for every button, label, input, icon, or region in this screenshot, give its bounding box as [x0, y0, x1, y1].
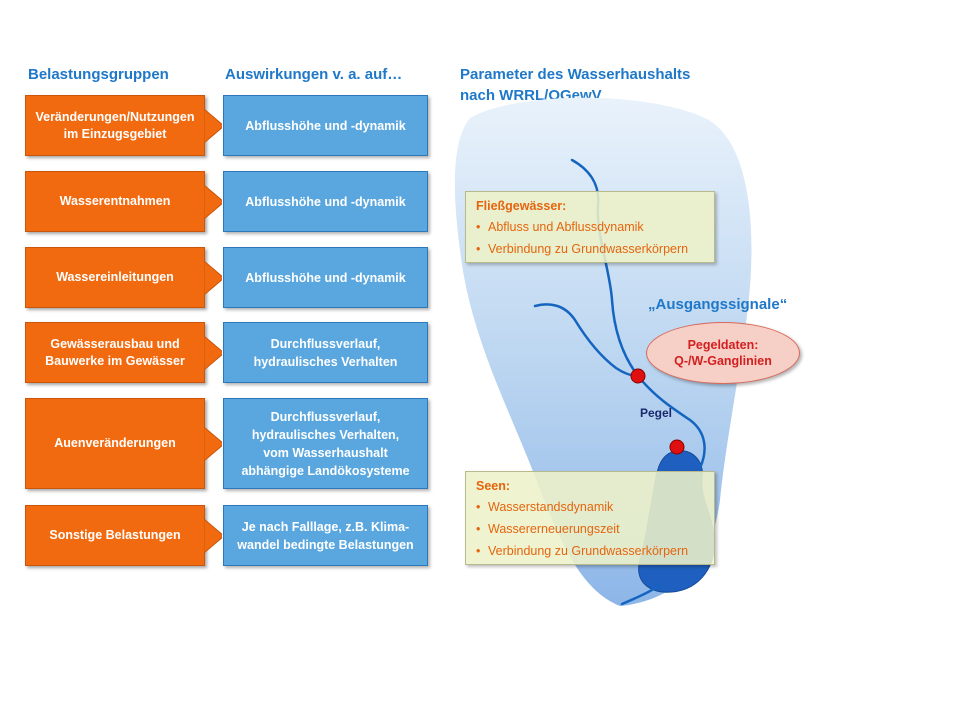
- pressure-box: Wassereinleitungen: [25, 247, 205, 308]
- seen-box: Seen: Wasserstandsdynamik Wassererneueru…: [465, 471, 715, 565]
- pressure-text-line: Auenveränderungen: [54, 436, 176, 450]
- pressure-text-line: Gewässerausbau und: [50, 336, 180, 351]
- header-parameter-line1: Parameter des Wasserhaushalts: [460, 66, 691, 83]
- pegeldaten-line1: Pegeldaten:: [687, 338, 759, 352]
- gauge-marker-upper: [630, 368, 646, 384]
- fliessgewaesser-title: Fließgewässer:: [476, 199, 567, 213]
- river-tributary: [533, 303, 640, 378]
- arrow-right-icon: [204, 260, 222, 295]
- pressure-text-line: Sonstige Belastungen: [49, 528, 181, 542]
- arrow-right-icon: [204, 184, 222, 219]
- pressure-text-line: Veränderungen/Nutzungen: [35, 109, 195, 124]
- effect-text-line: Abflusshöhe und -dynamik: [245, 270, 406, 285]
- effect-box: Durchflussverlauf, hydraulisches Verhalte…: [223, 322, 428, 383]
- effect-text-line: Je nach Falllage, z.B. Klima-: [241, 519, 410, 534]
- ausgangssignale-label: „Ausgangssignale“: [648, 296, 788, 313]
- effect-text-line: hydraulisches Verhalten: [253, 354, 398, 369]
- river-outflow: [620, 583, 662, 606]
- pressure-text-line: Bauwerke im Gewässer: [45, 353, 185, 368]
- effect-box: Abflusshöhe und -dynamik: [223, 95, 428, 156]
- effect-text-line: wandel bedingte Belastungen: [237, 537, 414, 552]
- pressure-box: Auenveränderungen: [25, 398, 205, 489]
- seen-title: Seen:: [476, 479, 511, 493]
- pressure-text-line: im Einzugsgebiet: [63, 126, 167, 141]
- effect-text-line: Durchflussverlauf,: [270, 409, 381, 424]
- gauge-marker-lower: [669, 439, 685, 455]
- list-item: Wasserstandsdynamik: [476, 496, 704, 518]
- fliessgewaesser-box: Fließgewässer: Abfluss und Abflussdynami…: [465, 191, 715, 263]
- arrow-right-icon: [204, 518, 222, 553]
- arrow-right-icon: [204, 426, 222, 461]
- effect-text-line: Abflusshöhe und -dynamik: [245, 118, 406, 133]
- header-belastungsgruppen: Belastungsgruppen: [28, 66, 169, 83]
- effect-text-line: abhängige Landökosysteme: [241, 463, 410, 478]
- arrow-right-icon: [204, 108, 222, 143]
- effect-text-line: Abflusshöhe und -dynamik: [245, 194, 406, 209]
- list-item: Verbindung zu Grundwasserkörpern: [476, 238, 704, 260]
- effect-box: Abflusshöhe und -dynamik: [223, 247, 428, 308]
- pressure-text-line: Wasserentnahmen: [59, 194, 171, 208]
- pegel-label: Pegel: [640, 406, 673, 420]
- pegeldaten-line2: Q-/W-Ganglinien: [674, 354, 772, 368]
- effect-box: Durchflussverlauf, hydraulisches Verhalte…: [223, 398, 428, 489]
- pressure-text-line: Wassereinleitungen: [56, 270, 174, 284]
- effect-box: Je nach Falllage, z.B. Klima-wandel bedi…: [223, 505, 428, 566]
- arrow-right-icon: [204, 335, 222, 370]
- effect-box: Abflusshöhe und -dynamik: [223, 171, 428, 232]
- list-item: Verbindung zu Grundwasserkörpern: [476, 540, 704, 562]
- pressure-box: Veränderungen/Nutzungen im Einzugsgebiet: [25, 95, 205, 156]
- effect-text-line: hydraulisches Verhalten,: [251, 427, 400, 442]
- effect-text-line: vom Wasserhaushalt: [263, 445, 388, 460]
- seen-list: Wasserstandsdynamik Wassererneuerungszei…: [476, 496, 704, 562]
- pegeldaten-ellipse: Pegeldaten: Q-/W-Ganglinien: [646, 322, 800, 384]
- pressure-box: Sonstige Belastungen: [25, 505, 205, 566]
- header-auswirkungen: Auswirkungen v. a. auf…: [225, 66, 403, 83]
- pressure-box: Wasserentnahmen: [25, 171, 205, 232]
- effect-text-line: Durchflussverlauf,: [270, 336, 381, 351]
- list-item: Abfluss und Abflussdynamik: [476, 216, 704, 238]
- list-item: Wassererneuerungszeit: [476, 518, 704, 540]
- fliessgewaesser-list: Abfluss und Abflussdynamik Verbindung zu…: [476, 216, 704, 260]
